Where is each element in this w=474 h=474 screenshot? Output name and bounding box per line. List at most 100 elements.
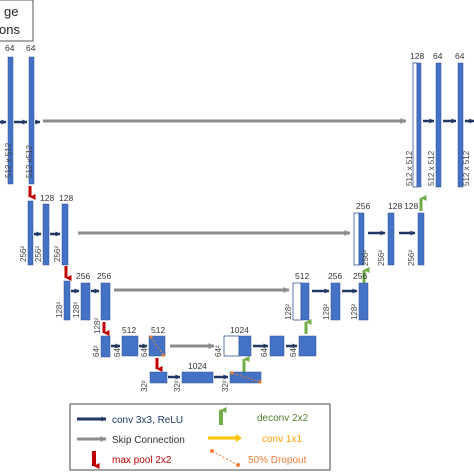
- legend-conv1x1-label: conv 1x1: [262, 434, 302, 445]
- l0-dec-fmap-up-half: [416, 62, 422, 188]
- l3-dec-fmap3: [298, 335, 317, 357]
- l2-dec-top1: 512: [295, 271, 309, 281]
- l2-enc-top2: 256: [97, 271, 111, 281]
- l4-dropout-line: [231, 372, 261, 383]
- level-4: 1024 32² 32² 32²: [140, 361, 262, 392]
- l2-enc-fmap1: [80, 282, 91, 321]
- l0-enc-size2: 512 x512: [25, 145, 34, 178]
- legend-dropout-label: 50% Dropout: [248, 455, 307, 466]
- l4-size3: 32²: [221, 380, 230, 392]
- legend-maxpool-label: max pool 2x2: [112, 455, 172, 466]
- l1-enc-size3: 256²: [53, 246, 62, 262]
- l2-dec-size2: 128²: [322, 304, 331, 320]
- l1-enc-size2: 256²: [34, 246, 43, 262]
- l1-enc-fmap1: [42, 203, 50, 266]
- l4-dropout-end: [258, 380, 262, 384]
- l1-dec-fmap-up-half: [358, 212, 365, 266]
- l0-dec-top3: 64: [455, 51, 465, 61]
- l1-enc-top2: 128: [59, 193, 73, 203]
- legend-skip-label: Skip Connection: [112, 435, 185, 446]
- corner-title-box: ge ons: [0, 0, 34, 42]
- l0-dec-fmap3: [457, 62, 464, 188]
- l1-dec-size3: 256²: [407, 250, 416, 266]
- l2-enc-size1: 128²: [55, 302, 64, 318]
- legend-deconv-label: deconv 2x2: [257, 413, 309, 424]
- l0-enc-top2: 64: [26, 43, 36, 53]
- l1-enc-fmap0: [27, 200, 34, 266]
- l3-enc-fmap0: [100, 335, 111, 358]
- l1-dec-top2: 128: [388, 201, 402, 211]
- l4-fmap0: [149, 371, 168, 384]
- l2-enc-fmap2: [100, 282, 111, 321]
- legend: conv 3x3, ReLU Skip Connection max pool …: [69, 403, 331, 471]
- l3-enc-top2: 512: [151, 325, 165, 335]
- l1-dec-size2: 256²: [377, 250, 386, 266]
- l2-enc-size2: 128²: [72, 302, 81, 318]
- level-2: 256 256 128² 128² 128² 512 256 256 128² …: [55, 271, 369, 334]
- l3-dec-size2: 64²: [260, 345, 269, 357]
- l1-enc-size1: 256²: [19, 246, 28, 262]
- l4-size1: 32²: [140, 380, 149, 392]
- l2-enc-top1: 256: [76, 271, 90, 281]
- l2-dec-fmap2: [330, 282, 341, 321]
- l1-dec-top3: 128: [404, 201, 418, 211]
- l2-dec-fmap-skip-half: [292, 282, 302, 321]
- l0-dec-size2: 512 x 512: [427, 150, 436, 186]
- l0-dec-top2: 64: [433, 51, 443, 61]
- legend-conv-label: conv 3x3, ReLU: [112, 415, 183, 426]
- l0-enc-size1: 512 x 512: [4, 142, 13, 178]
- l4-size2: 32²: [173, 380, 182, 392]
- l3-enc-size2: 64²: [113, 345, 122, 357]
- l1-dec-fmap3: [417, 212, 425, 266]
- legend-dropout-start-dot: [210, 449, 214, 453]
- legend-frame: [69, 403, 331, 471]
- legend-dropout-line-icon: [211, 450, 239, 466]
- l1-dec-fmap2: [387, 212, 395, 266]
- l3-enc-fmap2: [148, 335, 166, 357]
- l3-enc-dropout-end: [161, 353, 165, 357]
- l2-dec-size1: 128²: [284, 304, 293, 320]
- corner-box-line2: ons: [0, 22, 20, 37]
- l0-dec-size3: 512 x 512: [462, 150, 471, 186]
- l3-dec-fmap-skip-half: [223, 335, 240, 357]
- legend-conv1x1-arrowhead: [236, 434, 242, 442]
- l0-dec-top1: 128: [410, 51, 424, 61]
- level-0: 64 64 512 x 512 512 x512 128 64 64 512 x…: [0, 43, 474, 188]
- l2-dec-fmap3: [358, 282, 369, 321]
- l0-enc-top1: 64: [5, 43, 15, 53]
- corner-box-frame: [0, 0, 34, 42]
- l3-enc-fmap1: [121, 335, 139, 357]
- l1-dec-size1: 256²: [361, 250, 370, 266]
- l0-dec-fmap2: [435, 62, 442, 188]
- l4-top1: 1024: [188, 361, 207, 371]
- l2-dec-size3: 128²: [350, 304, 359, 320]
- l3-dec-fmap2: [269, 335, 285, 357]
- l3-enc-size3: 64²: [140, 345, 149, 357]
- corner-box-line1: ge: [4, 4, 18, 19]
- l3-enc-size1: 64²: [92, 345, 101, 357]
- l4-fmap1: [181, 371, 214, 384]
- l3-dec-top1: 1024: [230, 325, 249, 335]
- l1-dec-top1: 256: [356, 201, 370, 211]
- l3-enc-dropout-start: [149, 335, 153, 339]
- l3-dec-fmap-up-half: [238, 335, 252, 357]
- level-1: 128 128 256² 256² 256² 256 128 128 256² …: [19, 193, 425, 266]
- l3-dec-size3: 64²: [289, 345, 298, 357]
- l0-enc-fmap1: [7, 56, 14, 185]
- l4-fmap2: [229, 371, 262, 384]
- l1-enc-top1: 128: [40, 193, 54, 203]
- level-3: 512 512 64² 64² 64² 1024 64² 64² 64²: [92, 325, 317, 358]
- legend-dropout-end-dot: [236, 463, 240, 467]
- l1-enc-fmap2: [61, 203, 69, 266]
- l0-dec-size1: 512 x 512: [405, 150, 414, 186]
- l3-enc-top1: 512: [122, 325, 136, 335]
- l2-enc-size3: 128²: [93, 318, 102, 334]
- l2-enc-fmap0: [63, 280, 71, 321]
- l2-dec-top2: 256: [328, 271, 342, 281]
- l4-dropout-start: [230, 371, 234, 375]
- l2-dec-fmap-up-half: [300, 282, 310, 321]
- l2-dec-top3: 256: [353, 271, 367, 281]
- l0-enc-fmap2: [28, 56, 35, 185]
